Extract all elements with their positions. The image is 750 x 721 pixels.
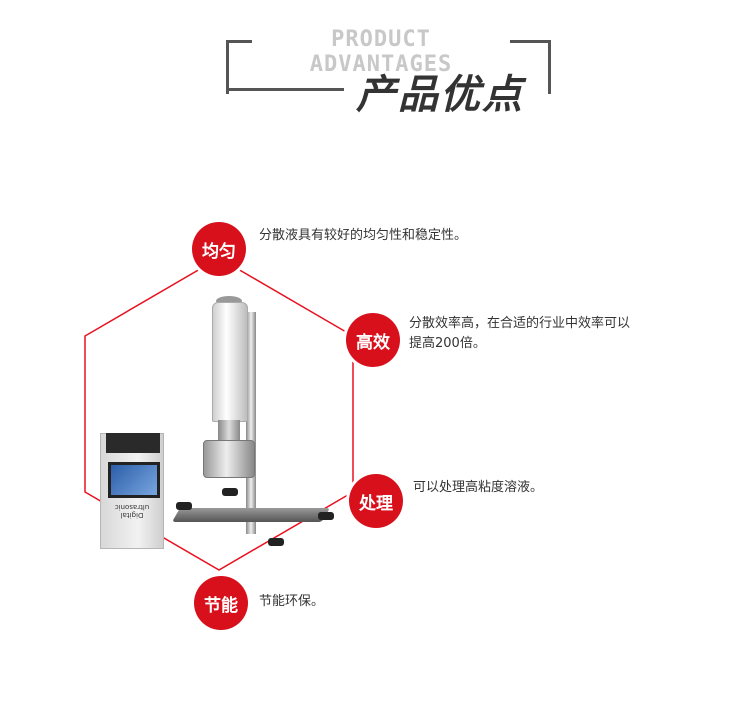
stand-base <box>171 508 331 522</box>
section-title: 产品优点 <box>356 72 524 118</box>
header-bracket-left <box>226 40 240 94</box>
feature-text-efficient-line2: 提高200倍。 <box>409 336 486 351</box>
feature-badge-uniform: 均匀 <box>192 222 246 276</box>
stand-foot <box>222 488 238 496</box>
stand-pole <box>246 312 256 534</box>
header-bracket-right <box>535 40 551 94</box>
header-bracket-right-top <box>510 40 550 43</box>
reaction-vessel <box>203 440 255 478</box>
stand-foot <box>268 538 284 546</box>
transducer-tube <box>212 302 248 422</box>
feature-badge-energy: 节能 <box>194 576 248 630</box>
controller-label: Digital ultrasonic <box>114 503 150 519</box>
feature-text-efficient-line1: 分散效率高，在合适的行业中效率可以 <box>409 316 631 331</box>
stand-foot <box>318 512 334 520</box>
feature-text-efficient: 分散效率高，在合适的行业中效率可以 提高200倍。 <box>409 314 630 354</box>
feature-text-energy: 节能环保。 <box>259 594 325 609</box>
feature-text-uniform: 分散液具有较好的均匀性和稳定性。 <box>259 228 468 243</box>
controller-top-panel <box>106 433 160 453</box>
controller-screen <box>108 462 160 498</box>
feature-text-processing: 可以处理高粘度溶液。 <box>413 480 544 495</box>
feature-badge-processing: 处理 <box>349 474 403 528</box>
stand-foot <box>176 502 192 510</box>
transducer-cap <box>216 296 242 306</box>
feature-badge-efficient: 高效 <box>346 313 400 367</box>
header-bracket-left-bottom <box>226 88 344 91</box>
section-subtitle: PRODUCT ADVANTAGES <box>256 27 506 77</box>
